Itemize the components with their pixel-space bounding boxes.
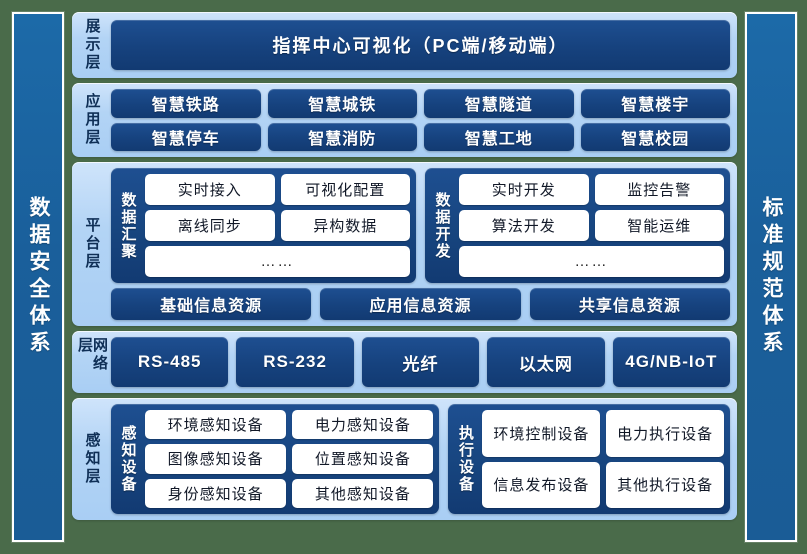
layer-platform: 平台层 数据汇聚 实时接入 可视化配置 [72, 162, 737, 326]
development-row-1: 实时开发 监控告警 [459, 174, 724, 205]
sensing-item-image[interactable]: 图像感知设备 [145, 444, 287, 474]
layer-perception-label-wrap: 感知层 [79, 404, 105, 514]
app-item-smart-railway[interactable]: 智慧铁路 [111, 89, 261, 118]
platform-group-data-development: 数据开发 实时开发 监控告警 算法开发 智能运维 [425, 168, 730, 283]
aggregation-item-offline-sync[interactable]: 离线同步 [145, 210, 275, 241]
platform-group-data-development-title-wrap: 数据开发 [431, 174, 453, 277]
actuator-item-environment-control[interactable]: 环境控制设备 [482, 410, 601, 457]
layer-display-label-wrap: 展示层 [79, 18, 105, 72]
actuator-row-2: 信息发布设备 其他执行设备 [482, 461, 724, 508]
platform-group-data-aggregation: 数据汇聚 实时接入 可视化配置 离线同步 异构数据 [111, 168, 416, 283]
development-item-algorithm-development[interactable]: 算法开发 [459, 210, 589, 241]
sensing-item-location[interactable]: 位置感知设备 [292, 444, 434, 474]
resource-item-shared-information[interactable]: 共享信息资源 [529, 288, 730, 320]
layer-application-label-wrap: 应用层 [79, 89, 105, 151]
aggregation-item-more[interactable]: …… [145, 246, 410, 277]
network-row: RS-485 RS-232 光纤 以太网 4G/NB-IoT [111, 337, 731, 387]
layer-application-label: 应用层 [83, 93, 101, 147]
layer-stack: 展示层 指挥中心可视化（PC端/移动端） 应用层 智慧铁路 智慧城铁 智慧隧道 … [72, 12, 737, 542]
resource-item-basic-information[interactable]: 基础信息资源 [111, 288, 312, 320]
layer-perception-body: 感知设备 环境感知设备 电力感知设备 图像感知设备 位置感知设备 [111, 404, 730, 514]
development-item-intelligent-ops[interactable]: 智能运维 [594, 210, 724, 241]
app-item-smart-urban-rail[interactable]: 智慧城铁 [267, 89, 417, 118]
application-row-1: 智慧铁路 智慧城铁 智慧隧道 智慧楼宇 [111, 89, 730, 118]
actuator-item-power-execution[interactable]: 电力执行设备 [606, 410, 724, 457]
app-item-smart-building[interactable]: 智慧楼宇 [580, 89, 730, 118]
aggregation-item-heterogeneous-data[interactable]: 异构数据 [280, 210, 410, 241]
perception-group-sensing-title: 感知设备 [119, 425, 137, 493]
sensing-row-3: 身份感知设备 其他感知设备 [145, 478, 434, 508]
platform-group-data-aggregation-cells: 实时接入 可视化配置 离线同步 异构数据 …… [145, 174, 410, 277]
layer-application: 应用层 智慧铁路 智慧城铁 智慧隧道 智慧楼宇 智慧停车 智慧消防 智慧工地 智… [72, 83, 737, 157]
development-item-monitoring-alarm[interactable]: 监控告警 [594, 174, 724, 205]
platform-group-data-development-title: 数据开发 [433, 191, 451, 260]
platform-group-data-development-cells: 实时开发 监控告警 算法开发 智能运维 …… [459, 174, 724, 277]
perception-group-sensing-cells: 环境感知设备 电力感知设备 图像感知设备 位置感知设备 身份感知设备 其他感知设… [145, 410, 434, 508]
layer-network-label: 网络层 [76, 337, 108, 373]
resource-item-application-information[interactable]: 应用信息资源 [320, 288, 521, 320]
network-item-optical-fiber[interactable]: 光纤 [361, 337, 480, 387]
layer-platform-label: 平台层 [83, 217, 101, 271]
app-item-smart-parking[interactable]: 智慧停车 [111, 122, 261, 151]
development-row-2: 算法开发 智能运维 [459, 210, 724, 241]
platform-group-data-aggregation-title: 数据汇聚 [119, 191, 137, 260]
right-band-label: 标准规范体系 [760, 196, 784, 358]
aggregation-item-realtime-ingest[interactable]: 实时接入 [145, 174, 275, 205]
right-vertical-band-standard-specification: 标准规范体系 [745, 12, 797, 542]
actuator-row-1: 环境控制设备 电力执行设备 [482, 410, 724, 457]
network-item-rs485[interactable]: RS-485 [111, 337, 229, 387]
sensing-row-1: 环境感知设备 电力感知设备 [145, 410, 434, 440]
perception-group-actuator-cells: 环境控制设备 电力执行设备 信息发布设备 其他执行设备 [482, 410, 724, 508]
layer-perception: 感知层 感知设备 环境感知设备 电力感知设备 [72, 398, 737, 520]
left-vertical-band-data-security: 数据安全体系 [12, 12, 64, 542]
sensing-item-other[interactable]: 其他感知设备 [292, 478, 434, 508]
layer-display-label: 展示层 [83, 18, 101, 72]
layer-network: 网络层 RS-485 RS-232 光纤 以太网 4G/NB-IoT [72, 331, 737, 393]
aggregation-item-visual-config[interactable]: 可视化配置 [280, 174, 410, 205]
platform-groups: 数据汇聚 实时接入 可视化配置 离线同步 异构数据 [111, 168, 730, 283]
sensing-item-identity[interactable]: 身份感知设备 [145, 478, 287, 508]
development-row-3: …… [459, 246, 724, 277]
platform-group-data-aggregation-title-wrap: 数据汇聚 [117, 174, 139, 277]
layer-display: 展示层 指挥中心可视化（PC端/移动端） [72, 12, 737, 78]
layer-application-body: 智慧铁路 智慧城铁 智慧隧道 智慧楼宇 智慧停车 智慧消防 智慧工地 智慧校园 [111, 89, 730, 151]
display-item-command-center[interactable]: 指挥中心可视化（PC端/移动端） [111, 20, 730, 70]
app-item-smart-firefighting[interactable]: 智慧消防 [267, 122, 417, 151]
actuator-item-information-release[interactable]: 信息发布设备 [482, 461, 601, 508]
aggregation-row-1: 实时接入 可视化配置 [145, 174, 410, 205]
network-item-4g-nbiot[interactable]: 4G/NB-IoT [612, 337, 731, 387]
app-item-smart-campus[interactable]: 智慧校园 [580, 122, 730, 151]
app-item-smart-tunnel[interactable]: 智慧隧道 [424, 89, 574, 118]
sensing-item-environment[interactable]: 环境感知设备 [145, 410, 287, 440]
layer-platform-body: 数据汇聚 实时接入 可视化配置 离线同步 异构数据 [111, 168, 730, 320]
aggregation-row-3: …… [145, 246, 410, 277]
development-item-more[interactable]: …… [459, 246, 724, 277]
perception-group-sensing-devices: 感知设备 环境感知设备 电力感知设备 图像感知设备 位置感知设备 [111, 404, 440, 514]
perception-group-actuator-title: 执行设备 [456, 425, 474, 493]
platform-resources-row: 基础信息资源 应用信息资源 共享信息资源 [111, 288, 730, 320]
perception-group-sensing-title-wrap: 感知设备 [117, 410, 139, 508]
sensing-item-power[interactable]: 电力感知设备 [292, 410, 434, 440]
sensing-row-2: 图像感知设备 位置感知设备 [145, 444, 434, 474]
layer-display-body: 指挥中心可视化（PC端/移动端） [111, 18, 730, 72]
aggregation-row-2: 离线同步 异构数据 [145, 210, 410, 241]
development-item-realtime-development[interactable]: 实时开发 [459, 174, 589, 205]
layer-network-label-wrap: 网络层 [76, 337, 108, 387]
layer-platform-label-wrap: 平台层 [79, 168, 105, 320]
layer-network-body: RS-485 RS-232 光纤 以太网 4G/NB-IoT [111, 337, 731, 387]
network-item-ethernet[interactable]: 以太网 [487, 337, 605, 387]
actuator-item-other-execution[interactable]: 其他执行设备 [606, 461, 724, 508]
app-item-smart-construction-site[interactable]: 智慧工地 [424, 122, 574, 151]
perception-group-actuator-title-wrap: 执行设备 [454, 410, 476, 508]
network-item-rs232[interactable]: RS-232 [236, 337, 354, 387]
perception-groups: 感知设备 环境感知设备 电力感知设备 图像感知设备 位置感知设备 [111, 404, 730, 514]
application-row-2: 智慧停车 智慧消防 智慧工地 智慧校园 [111, 122, 730, 151]
left-band-label: 数据安全体系 [27, 196, 51, 358]
layer-perception-label: 感知层 [83, 432, 101, 486]
perception-group-actuator-devices: 执行设备 环境控制设备 电力执行设备 信息发布设备 其他执行设备 [448, 404, 730, 514]
